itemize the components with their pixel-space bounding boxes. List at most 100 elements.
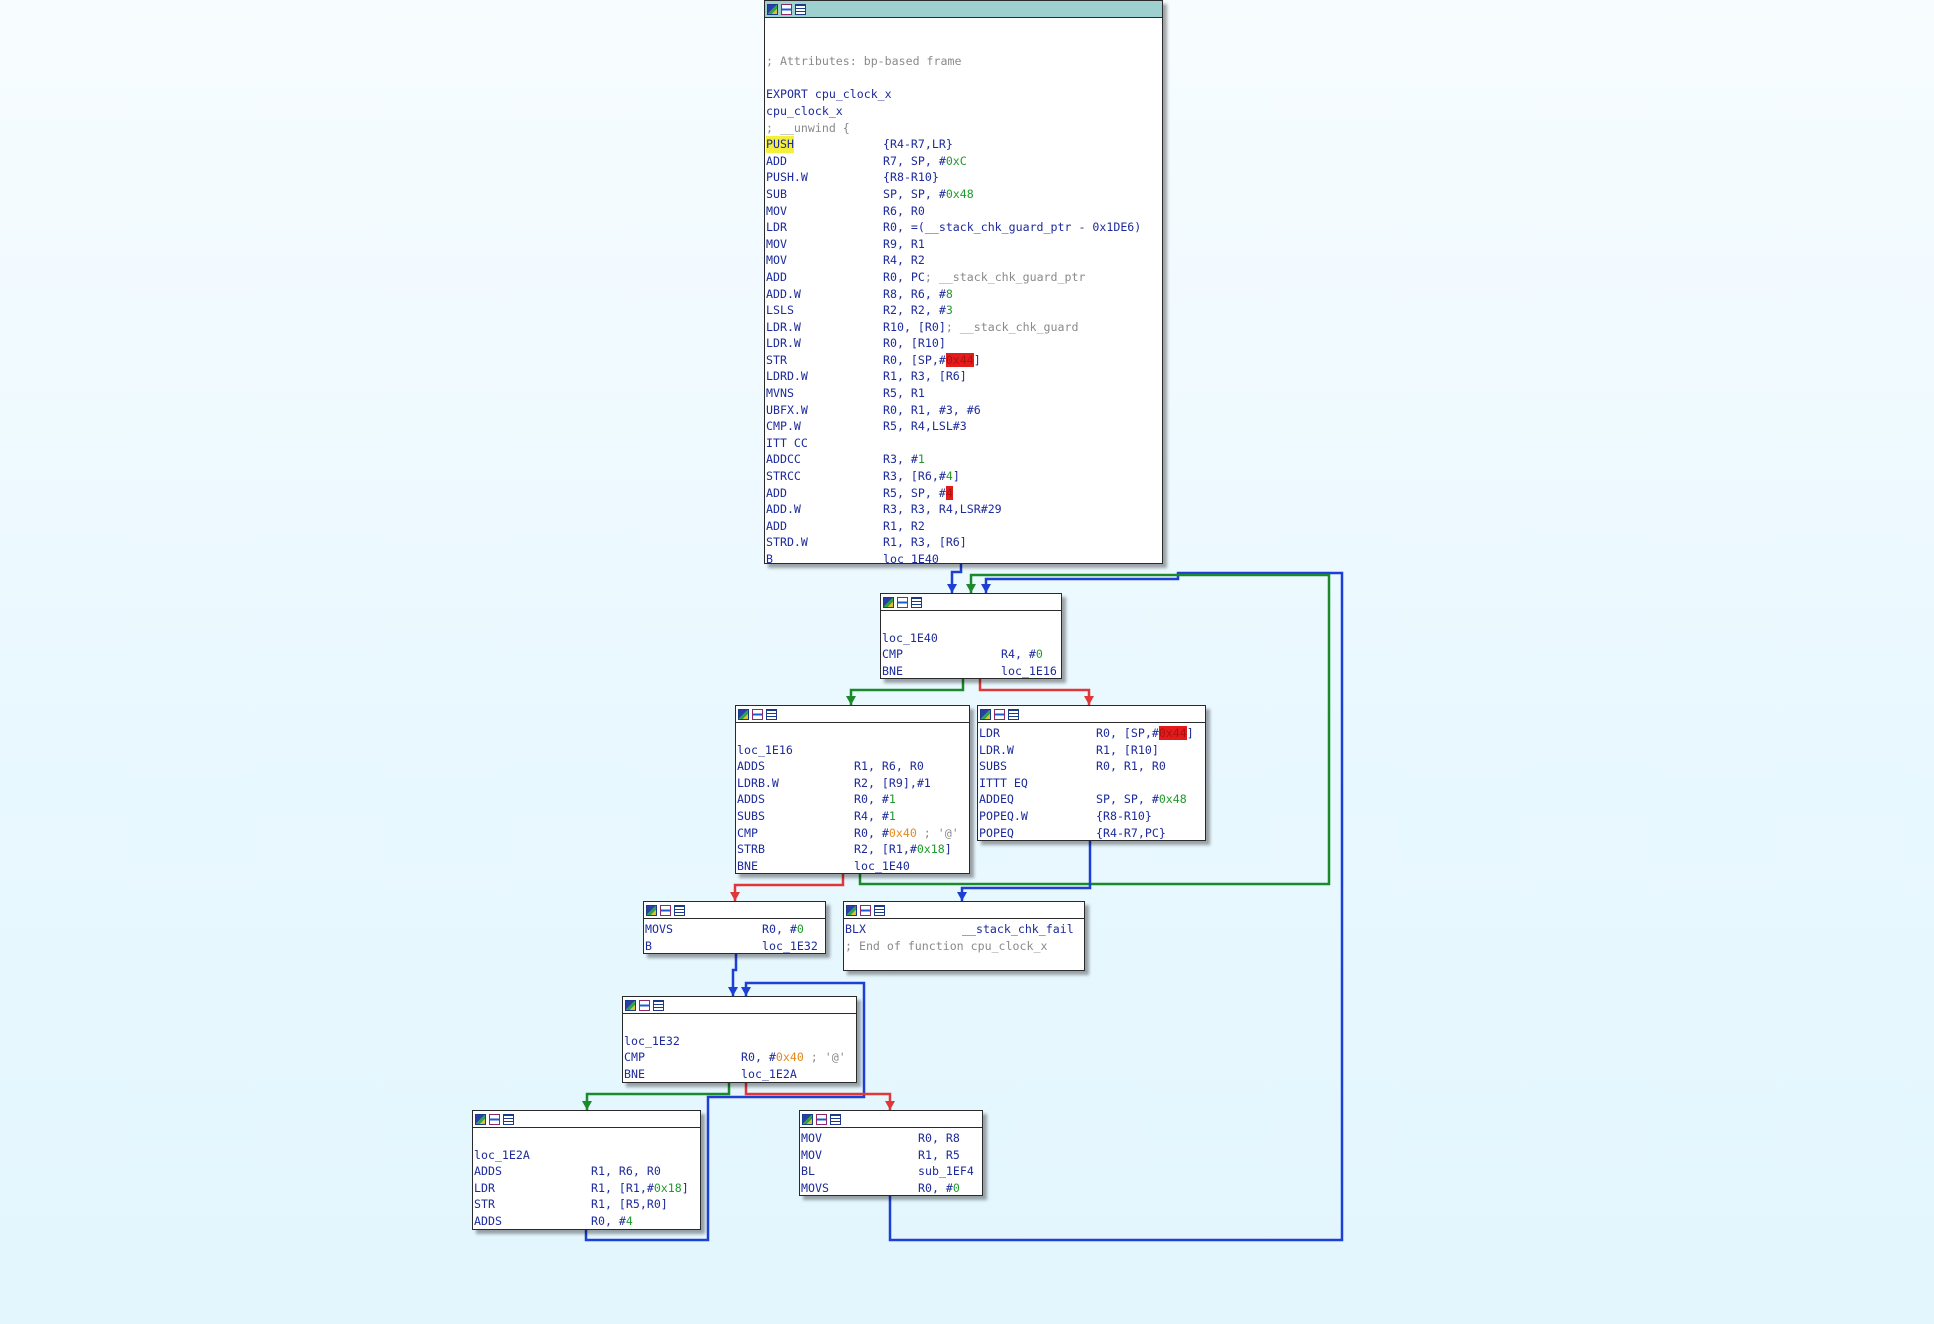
color-icon[interactable]	[767, 3, 778, 15]
color-icon[interactable]	[625, 999, 636, 1011]
label-line[interactable]	[765, 37, 1162, 54]
list-icon[interactable]	[766, 708, 777, 720]
graph-icon[interactable]	[860, 904, 871, 916]
color-icon[interactable]	[846, 904, 857, 916]
label-line[interactable]: loc_1E32	[623, 1033, 856, 1050]
graph-icon[interactable]	[660, 904, 671, 916]
comment-line[interactable]: ; __unwind {	[765, 120, 1162, 137]
color-icon[interactable]	[475, 1113, 486, 1125]
list-icon[interactable]	[911, 596, 922, 608]
line-label[interactable]: loc_1E16	[737, 742, 793, 757]
color-icon[interactable]	[980, 708, 991, 720]
graph-icon[interactable]	[897, 596, 908, 608]
instruction-line[interactable]: POPEQ{R4-R7,PC}	[978, 825, 1205, 840]
graph-icon[interactable]	[752, 708, 763, 720]
graph-icon[interactable]	[639, 999, 650, 1011]
graph-icon[interactable]	[994, 708, 1005, 720]
label-line[interactable]: loc_1E40	[881, 630, 1061, 647]
instruction-line[interactable]: BLX__stack_chk_fail	[844, 921, 1084, 938]
graph-icon[interactable]	[489, 1113, 500, 1125]
line-label[interactable]: loc_1E2A	[474, 1147, 530, 1162]
color-icon[interactable]	[802, 1113, 813, 1125]
node-stack-chk-fail[interactable]: BLX__stack_chk_fail; End of function cpu…	[843, 901, 1085, 971]
list-icon[interactable]	[1008, 708, 1019, 720]
line-label[interactable]: loc_1E40	[882, 630, 938, 645]
comment-line[interactable]: ; Attributes: bp-based frame	[765, 53, 1162, 70]
comment-line[interactable]: ; End of function cpu_clock_x	[844, 938, 1084, 955]
instruction-line[interactable]: ITTT EQ	[978, 775, 1205, 792]
instruction-line[interactable]: POPEQ.W{R8-R10}	[978, 808, 1205, 825]
instruction-line[interactable]: ITT CC	[765, 435, 1162, 452]
highlighted-offset[interactable]: 0x44	[1158, 726, 1187, 740]
color-icon[interactable]	[883, 596, 894, 608]
line-label[interactable]: EXPORT cpu_clock_x	[766, 87, 892, 102]
color-icon[interactable]	[738, 708, 749, 720]
list-icon[interactable]	[503, 1113, 514, 1125]
highlighted-offset[interactable]: 4	[945, 485, 953, 500]
label-line[interactable]	[765, 20, 1162, 37]
label-line[interactable]	[623, 1016, 856, 1033]
color-icon[interactable]	[646, 904, 657, 916]
graph-icon[interactable]	[816, 1113, 827, 1125]
label-line[interactable]	[736, 725, 969, 742]
list-icon[interactable]	[874, 904, 885, 916]
label-line[interactable]	[881, 613, 1061, 630]
graph-icon[interactable]	[781, 3, 792, 15]
list-icon[interactable]	[795, 3, 806, 15]
label-line[interactable]	[765, 70, 1162, 87]
label-line[interactable]: EXPORT cpu_clock_x	[765, 86, 1162, 103]
instruction-line[interactable]: PUSH{R4-R7,LR}	[765, 136, 1162, 153]
label-line[interactable]	[473, 1130, 700, 1147]
label-line[interactable]: cpu_clock_x	[765, 103, 1162, 120]
line-label[interactable]: loc_1E32	[624, 1033, 680, 1048]
highlighted-offset[interactable]: 0x44	[945, 352, 974, 367]
label-line[interactable]: loc_1E2A	[473, 1147, 700, 1164]
list-icon[interactable]	[674, 904, 685, 916]
label-line[interactable]: loc_1E16	[736, 742, 969, 759]
